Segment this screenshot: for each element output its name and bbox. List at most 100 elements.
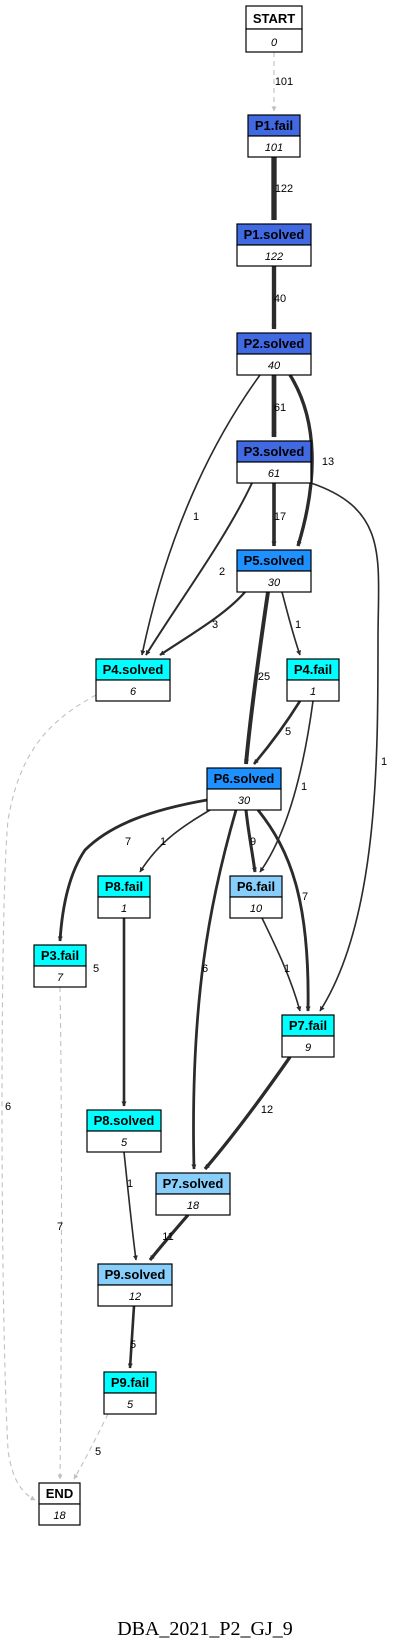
edge-p6fail-to-p7fail: 1 [261,917,302,1012]
node-count: 7 [57,972,64,984]
edge-p2solved-to-p3solved: 61 [271,375,286,438]
edge-p6solved-to-p8fail: 1 [139,809,211,873]
edge-line [203,1056,292,1171]
edge-label: 122 [275,183,293,195]
edge-p6solved-to-p7fail: 7 [256,809,311,1012]
edge-p3solved-to-p4solved: 2 [145,482,253,656]
node-title: START [253,11,295,26]
edge-p9fail-to-end: 5 [73,1413,109,1480]
edge-label: 25 [258,671,270,683]
edge-line [123,1151,138,1261]
node-p6fail[interactable]: P6.fail 10 [229,875,283,919]
graph-caption: DBA_2021_P2_GJ_9 [117,1618,293,1640]
edge-p6solved-to-p7solved: 6 [191,809,238,1170]
node-count: 18 [53,1510,66,1522]
edge-line [256,809,311,1012]
edge-line [139,809,211,873]
node-body [281,1035,335,1058]
edge-p3fail-to-end: 7 [57,986,63,1480]
edge-p6solved-to-p6fail: 9 [244,809,257,873]
edge-label: 6 [202,963,208,975]
edge-line [261,917,302,1012]
node-body [206,788,282,811]
node-title: P9.fail [111,1375,149,1390]
node-title: P3.solved [244,444,305,459]
node-count: 1 [310,686,316,698]
node-count: 18 [187,1200,200,1212]
edge-label: 6 [5,1101,11,1113]
node-p3solved[interactable]: P3.solved 61 [236,440,312,484]
edge-line [243,591,270,765]
node-body [229,896,283,919]
edge-label: 61 [274,402,286,414]
edge-label: 5 [95,1446,101,1458]
edge-label: 7 [125,836,131,848]
node-title: P6.solved [214,771,275,786]
edge-label: 2 [219,566,225,578]
edge-line [1,694,97,1501]
edge-line [159,591,246,656]
node-p5solved[interactable]: P5.solved 30 [236,549,312,593]
edge-label: 5 [285,726,291,738]
edge-label: 7 [302,891,308,903]
edge-label: 5 [93,963,99,975]
node-title: P6.fail [237,879,275,894]
node-body [103,1392,157,1415]
node-count: 5 [121,1137,128,1149]
node-count: 6 [130,686,137,698]
edge-p1fail-to-p1solved: 122 [271,157,293,221]
edge-line [310,482,380,1012]
node-count: 30 [268,577,281,589]
node-title: P1.fail [255,118,293,133]
edge-line [281,591,301,656]
edge-p1solved-to-p2solved: 40 [271,266,286,330]
node-body [236,461,312,484]
node-body [236,353,312,376]
edge-p8solved-to-p9solved: 1 [123,1151,138,1261]
node-body [95,679,171,702]
node-body [86,1130,162,1153]
node-count: 61 [268,468,280,480]
edge-p8fail-to-p8solved: 5 [93,918,127,1107]
node-count: 10 [250,903,263,915]
edge-p6solved-to-p3fail: 7 [57,798,208,942]
edge-label: 1 [301,781,307,793]
node-body [245,28,303,53]
edge-line [148,1213,190,1262]
edge-label: 17 [274,511,286,523]
edge-label: 1 [381,756,387,768]
edge-p7solved-to-p9solved: 11 [148,1213,190,1262]
node-body [33,965,87,988]
edge-label: 1 [295,619,301,631]
edge-p9solved-to-p9fail: 5 [127,1305,136,1369]
node-title: P8.fail [105,879,143,894]
edge-line [145,482,253,656]
node-title: P5.solved [244,553,305,568]
edge-line [140,374,261,656]
edge-p5solved-to-p6solved: 25 [243,591,270,765]
edge-p4fail-to-p6solved: 5 [253,700,302,765]
node-body [97,1284,173,1307]
node-title: P8.solved [94,1113,155,1128]
edge-p2solved-to-p4solved: 1 [140,374,261,656]
node-title: P2.solved [244,336,305,351]
node-p8solved[interactable]: P8.solved 5 [86,1109,162,1153]
edge-label: 12 [261,1104,273,1116]
node-p3fail[interactable]: P3.fail 7 [33,944,87,988]
edge-p4fail-to-p6fail: 1 [259,700,314,873]
edge-label: 1 [193,511,199,523]
node-title: P3.fail [41,948,79,963]
